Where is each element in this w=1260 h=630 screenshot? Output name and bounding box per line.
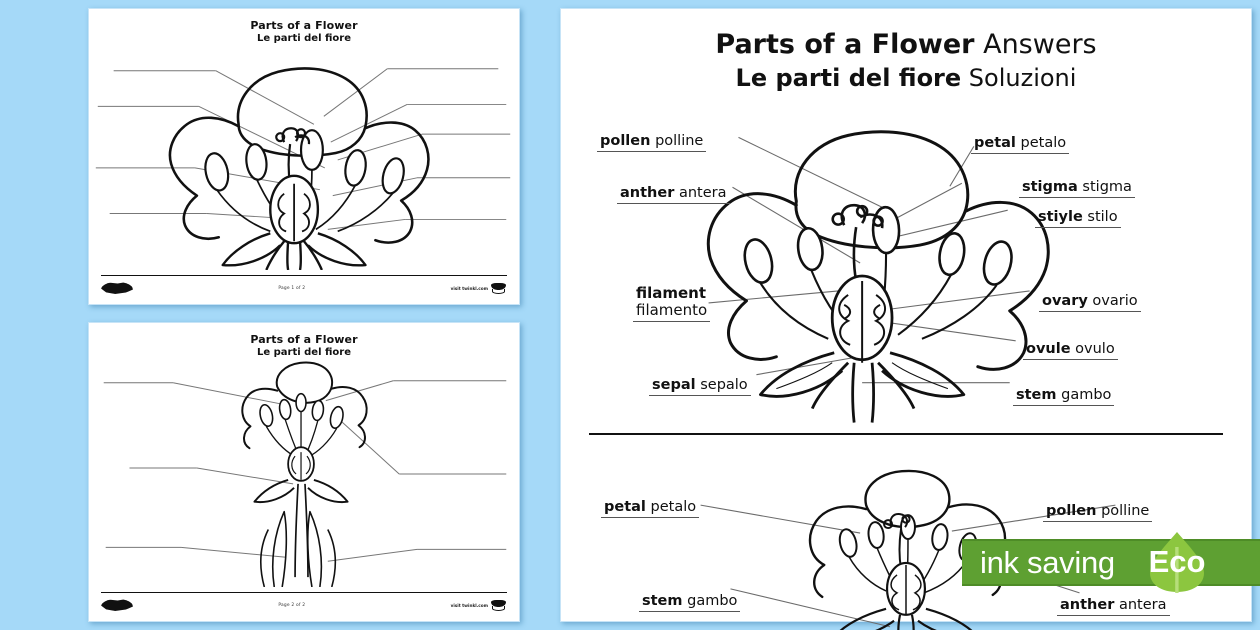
worksheet-thumbnail-page-2[interactable]: Parts of a Flower Le parti del fiore [88,322,520,622]
worksheet-title: Parts of a Flower [250,333,358,346]
flower-cross-section-diagram [89,39,519,270]
worksheet-subtitle: Le parti del fiore [256,32,351,44]
twinkl-logo-icon [101,282,133,294]
visit-url-text: visit twinkl.com [450,285,488,291]
footer-visit-block: visit twinkl.com [451,599,507,612]
label-petal-bottom: petal petalo [601,499,700,518]
label-pollen-bottom: pollen polline [1043,503,1153,522]
label-anther-bottom: anther antera [1057,597,1170,616]
label-pollen-top: pollen polline [597,133,707,152]
label-anther-top: anther antera [617,185,730,204]
label-style-top: stiyle stilo [1035,209,1121,228]
answer-sheet-title: Parts of a Flower Answers [591,29,1221,62]
worksheet-sheet: Parts of a Flower Le parti del fiore [89,323,519,621]
section-divider [589,433,1223,435]
answer-subtitle-bold: Le parti del fiore [735,63,962,92]
twinkl-mark-icon [491,599,507,612]
eco-badge-leaf-label: Eco [1148,544,1206,579]
label-petal-top: petal petalo [971,135,1070,154]
answer-subtitle-rest: Soluzioni [961,63,1077,92]
page-number: Page 1 of 2 [278,285,306,291]
worksheet-sheet: Parts of a Flower Le parti del fiore [89,9,519,304]
eco-badge-bar-label: ink saving [980,544,1115,580]
label-sepal-top: sepal sepalo [649,377,751,396]
whole-plant-diagram [89,353,519,587]
footer-visit-block: visit twinkl.com [451,282,507,295]
label-filament-top: filament filamento [633,284,711,322]
worksheet-footer: Page 1 of 2 visit twinkl.com [101,275,507,297]
label-stem-bottom: stem gambo [639,593,741,612]
answer-title-rest: Answers [974,29,1097,60]
top-flower-figure [561,113,1251,423]
label-ovule-top: ovule ovulo [1023,341,1118,360]
leaf-icon [1150,532,1204,593]
label-ovary-top: ovary ovario [1039,293,1141,312]
worksheet-title: Parts of a Flower [250,19,358,32]
twinkl-mark-icon [491,282,507,295]
label-stem-top: stem gambo [1013,387,1115,406]
ink-saving-eco-badge: ink saving Eco [962,531,1260,593]
answer-sheet-preview[interactable]: Parts of a Flower Answers Le parti del f… [560,8,1252,630]
visit-url-text: visit twinkl.com [450,602,488,608]
worksheet-footer: Page 2 of 2 visit twinkl.com [101,592,507,614]
label-stigma-top: stigma stigma [1019,179,1135,198]
answer-sheet-header: Parts of a Flower Answers Le parti del f… [561,9,1251,93]
worksheet-subtitle: Le parti del fiore [256,346,351,358]
eco-badge-bar [962,539,1260,586]
worksheet-thumbnail-page-1[interactable]: Parts of a Flower Le parti del fiore [88,8,520,305]
twinkl-logo-icon [101,599,133,611]
answer-title-bold: Parts of a Flower [715,29,975,60]
answer-sheet-subtitle: Le parti del fiore Soluzioni [591,63,1221,93]
page-number: Page 2 of 2 [278,602,306,608]
